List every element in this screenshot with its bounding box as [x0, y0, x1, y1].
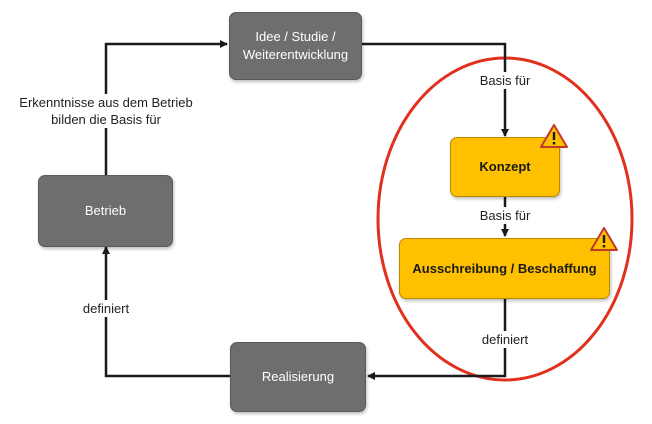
node-idee-line2: Weiterentwicklung — [242, 47, 349, 62]
edge-label-betrieb-to-idee-line2: bilden die Basis für — [51, 112, 161, 127]
edge-label-ausschreibung-to-realisierung: definiert — [475, 331, 535, 348]
edge-idee-to-konzept — [362, 42, 509, 137]
node-betrieb-label: Betrieb — [84, 203, 127, 218]
warning-icon — [540, 124, 568, 148]
node-idee: Idee / Studie / Weiterentwicklung — [229, 12, 362, 80]
edge-label-betrieb-to-idee: Erkenntnisse aus dem Betrieb bilden die … — [14, 94, 198, 128]
edge-ausschreibung-to-realisierung — [367, 299, 507, 380]
edge-label-idee-to-konzept: Basis für — [470, 72, 540, 89]
edge-label-realisierung-to-betrieb-text: definiert — [82, 301, 130, 316]
edge-label-realisierung-to-betrieb: definiert — [76, 300, 136, 317]
edge-label-konzept-to-ausschreibung-text: Basis für — [479, 208, 531, 223]
edge-realisierung-to-betrieb — [102, 246, 230, 378]
edge-betrieb-to-idee — [104, 40, 228, 175]
edge-label-ausschreibung-to-realisierung-text: definiert — [481, 332, 529, 347]
node-idee-line1: Idee / Studie / — [255, 29, 336, 44]
node-realisierung: Realisierung — [230, 342, 366, 412]
node-ausschreibung-label: Ausschreibung / Beschaffung — [412, 260, 597, 276]
warning-icon — [590, 227, 618, 251]
edge-label-betrieb-to-idee-line1: Erkenntnisse aus dem Betrieb — [19, 95, 193, 110]
node-realisierung-label: Realisierung — [261, 369, 335, 384]
edge-label-idee-to-konzept-text: Basis für — [479, 73, 531, 88]
node-ausschreibung: Ausschreibung / Beschaffung — [399, 238, 610, 299]
edge-label-konzept-to-ausschreibung: Basis für — [470, 207, 540, 224]
node-konzept-label: Konzept — [479, 159, 531, 174]
node-betrieb: Betrieb — [38, 175, 173, 247]
